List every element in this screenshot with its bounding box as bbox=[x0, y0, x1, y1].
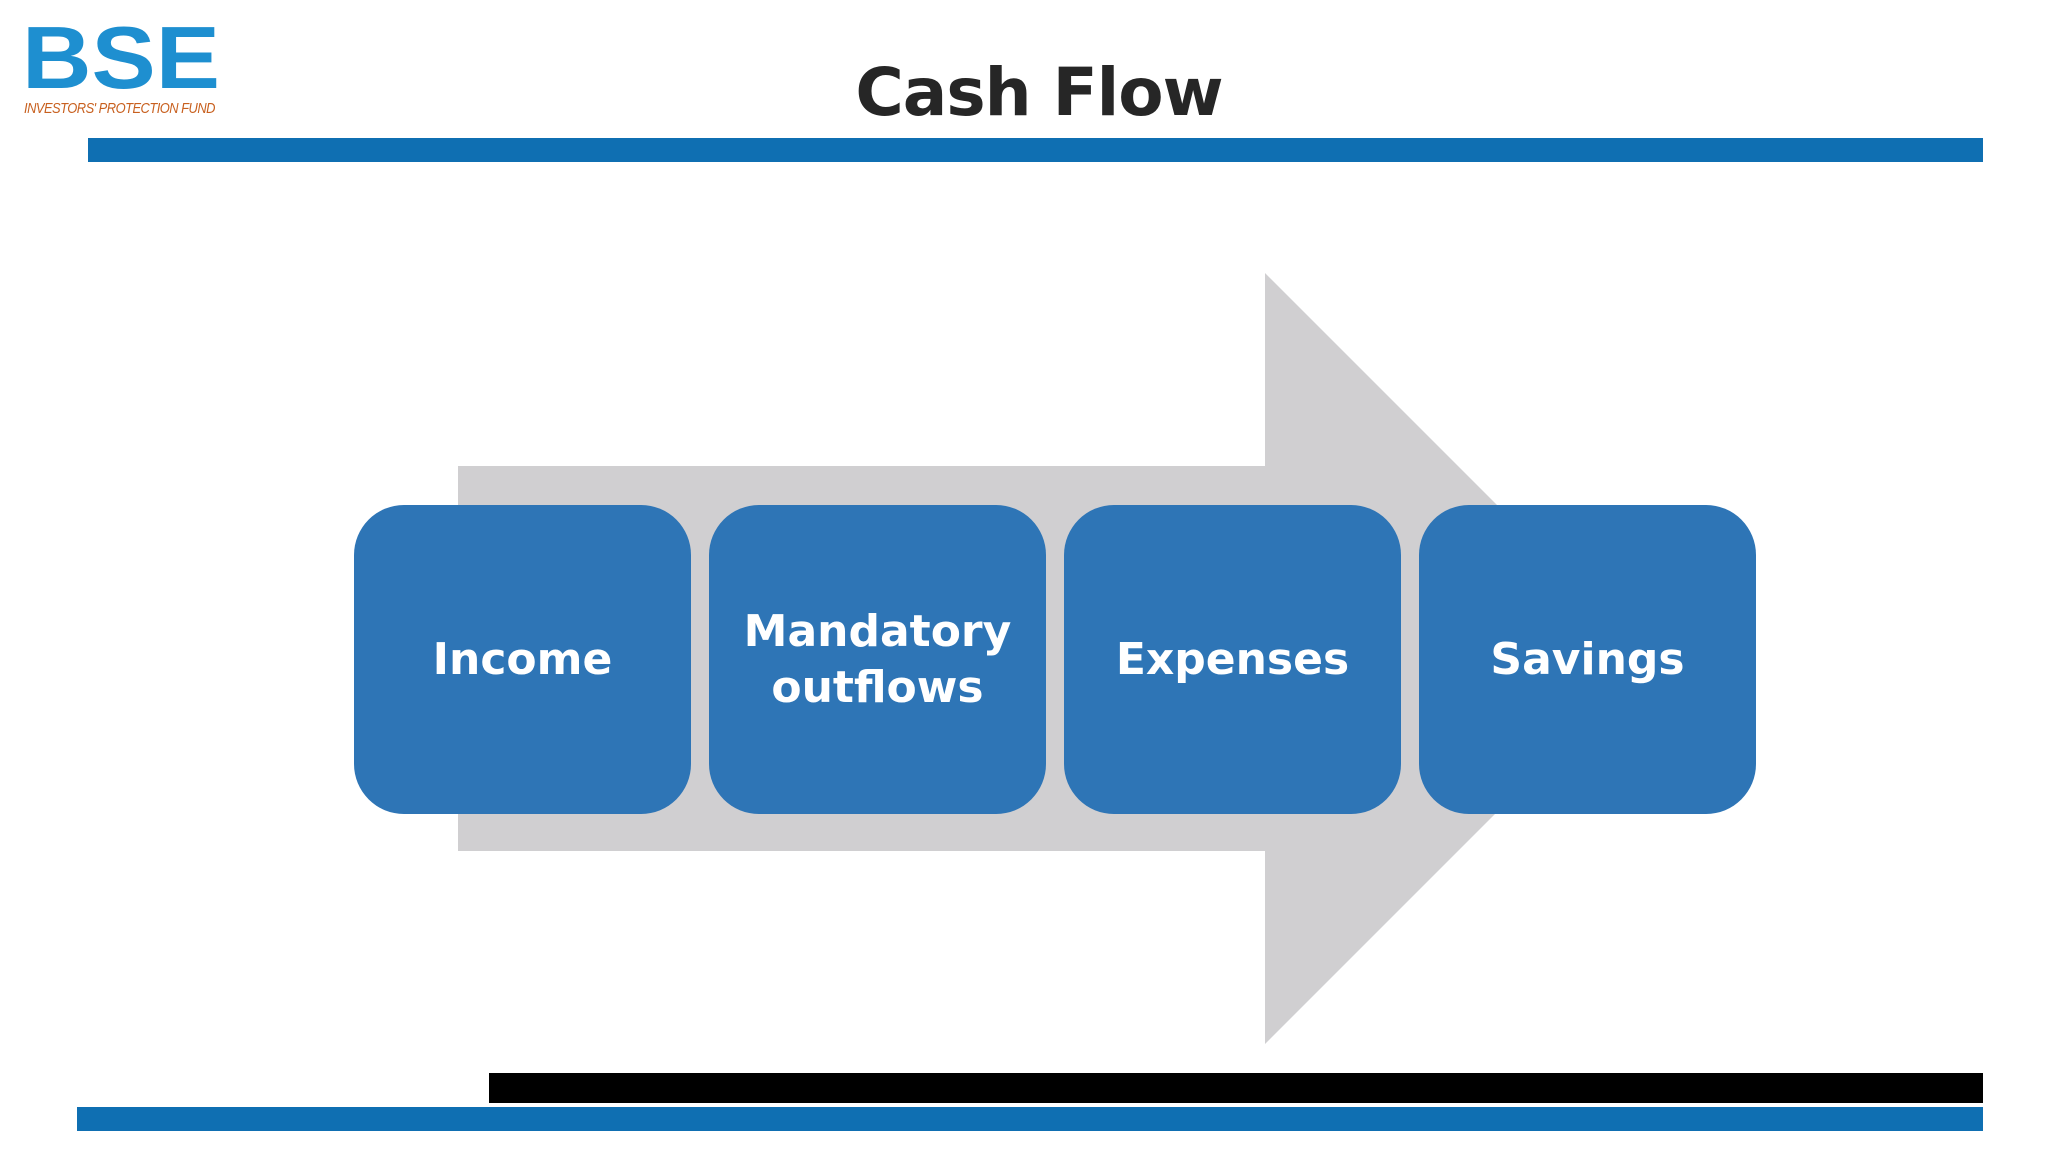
step-label: Mandatory outflows bbox=[743, 605, 1012, 713]
bse-ipf-logo: BSE INVESTORS' PROTECTION FUND bbox=[22, 18, 232, 122]
step-income: Income bbox=[354, 505, 691, 814]
header-divider bbox=[88, 138, 1983, 162]
step-mandatory-outflows: Mandatory outflows bbox=[709, 505, 1046, 814]
bse-logo-text: BSE bbox=[22, 18, 220, 96]
step-savings: Savings bbox=[1419, 505, 1756, 814]
footer-divider bbox=[77, 1107, 1983, 1131]
page-title: Cash Flow bbox=[855, 54, 1223, 131]
step-expenses: Expenses bbox=[1064, 505, 1401, 814]
bse-logo-mark: BSE bbox=[22, 18, 220, 96]
footer-black-bar bbox=[489, 1073, 1983, 1103]
logo-tagline: INVESTORS' PROTECTION FUND bbox=[24, 100, 215, 117]
step-label: Income bbox=[432, 633, 613, 685]
step-label: Savings bbox=[1490, 633, 1685, 685]
step-label: Expenses bbox=[1115, 633, 1350, 685]
